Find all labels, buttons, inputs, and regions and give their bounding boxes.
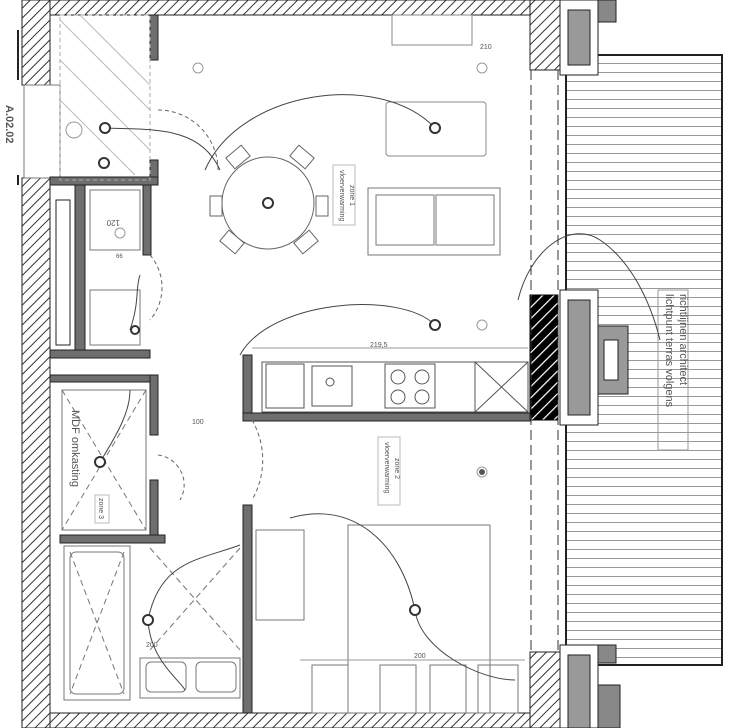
mdf-note: MDF omkasting <box>69 410 81 487</box>
smoke-detector-icon <box>65 121 83 139</box>
ceiling-light-icon <box>99 122 111 134</box>
bathtub <box>63 545 131 701</box>
ceiling-light-icon <box>142 614 154 626</box>
zone-1-number: zone 1 <box>348 185 355 206</box>
hall-dimension: 100 <box>192 419 204 426</box>
hall-hatch <box>59 14 151 181</box>
socket-icon <box>476 319 488 331</box>
coffee-table <box>385 101 487 157</box>
terrace: lichtpunt terras volgens richtlijnen arc… <box>517 0 723 728</box>
shower-dimension: 120 <box>106 218 120 227</box>
sheet-reference: A.02.02 <box>3 105 15 144</box>
ceiling-light-icon <box>409 604 421 616</box>
ceiling-light-icon <box>94 456 106 468</box>
light-points <box>65 62 488 626</box>
sofa <box>367 187 501 256</box>
door-swings <box>149 109 264 501</box>
tv-cabinet <box>391 14 473 46</box>
ceiling-light-icon <box>429 122 441 134</box>
terrace-note-line2: richtlijnen architect <box>677 294 689 385</box>
socket-icon <box>476 62 488 74</box>
bath-dimension: 200 <box>146 642 158 649</box>
kitchen-dimension: 219,5 <box>370 342 388 349</box>
zone-2-label: vloerverwarming <box>383 442 390 493</box>
wc-dimension: 66 <box>116 254 123 260</box>
bathroom-sink <box>139 547 241 699</box>
wall-light-icon <box>98 157 110 169</box>
ceiling-light-icon <box>262 197 274 209</box>
socket-icon <box>114 227 126 239</box>
wiring <box>99 94 516 691</box>
top-dimension: 210 <box>480 44 492 51</box>
bed <box>255 524 525 714</box>
wall-light-icon <box>130 325 140 335</box>
exterior-walls <box>21 0 561 728</box>
terrace-note-line1: lichtpunt terras volgens <box>663 294 675 408</box>
kitchen-counter <box>252 347 529 413</box>
socket-icon <box>476 466 488 478</box>
zone-2-number: zone 2 <box>393 458 400 479</box>
ceiling-light-icon <box>429 319 441 331</box>
bed-dimension: 200 <box>414 653 426 660</box>
zone-1-label: vloerverwarming <box>338 170 345 221</box>
zone-3-label: zone 3 <box>97 498 104 519</box>
interior-walls <box>49 14 531 714</box>
socket-icon <box>192 62 204 74</box>
entrance-door[interactable] <box>17 30 61 185</box>
light-center <box>479 469 485 475</box>
